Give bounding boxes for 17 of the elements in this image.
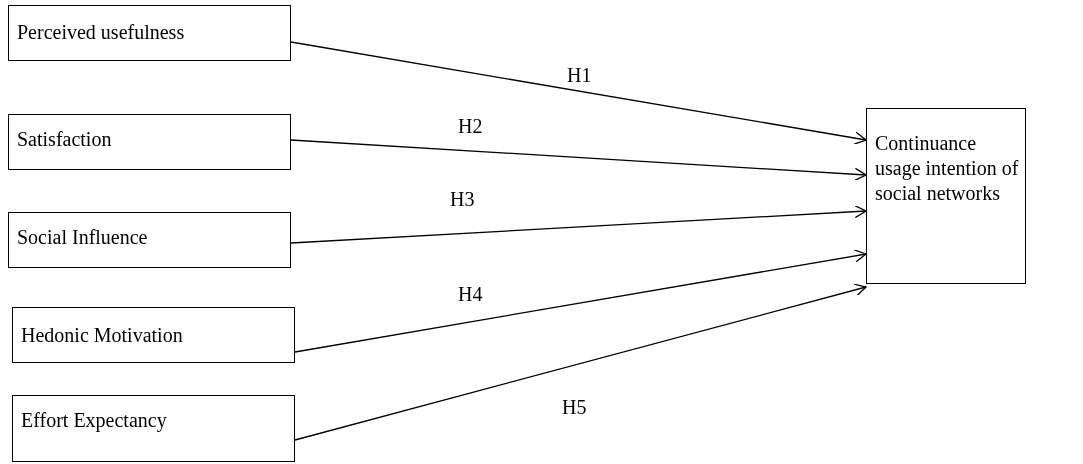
construct-label: Perceived usefulness xyxy=(17,20,186,45)
arrow xyxy=(290,41,867,145)
construct-label: Satisfaction xyxy=(17,127,113,152)
arrow xyxy=(290,204,867,244)
construct-label: Continuance usage intention of social networks xyxy=(875,131,1019,206)
arrow xyxy=(290,139,867,181)
construct-box xyxy=(12,395,295,462)
construct-box xyxy=(8,212,291,268)
construct-label: Hedonic Motivation xyxy=(21,323,184,348)
construct-label: Social Influence xyxy=(17,225,149,250)
construct-box xyxy=(866,108,1026,284)
construct-label: Effort Expectancy xyxy=(21,408,168,433)
construct-box xyxy=(12,307,295,363)
arrow xyxy=(294,283,867,441)
construct-box xyxy=(8,5,291,61)
construct-box xyxy=(8,114,291,170)
arrow xyxy=(294,249,867,353)
